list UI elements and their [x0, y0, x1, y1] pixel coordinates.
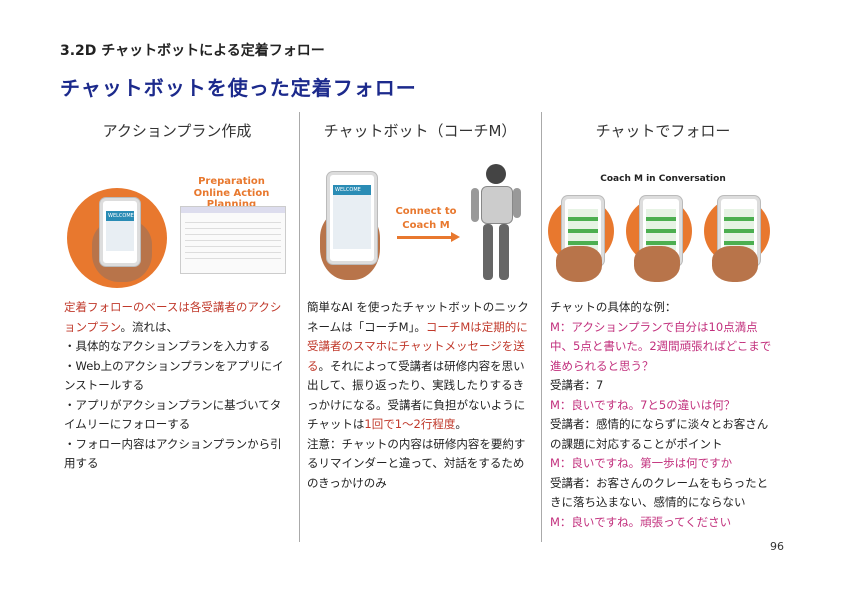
action-plan-description: 定着フォローのベースは各受講者のアクションプラン。流れは、・具体的なアクションプ… [64, 298, 288, 474]
text-segment: M：良いですね。頑張ってください [550, 514, 732, 529]
paragraph: 定着フォローのベースは各受講者のアクションプラン。流れは、 [64, 298, 288, 337]
phone-welcome-text: WELCOME [333, 185, 371, 195]
text-segment: 簡単なAI を使ったチャットボットのニックネームは「コーチM」。 [307, 300, 529, 334]
chat-conversation-illustration: Coach M in Conversation [548, 160, 778, 290]
text-segment: ・Web上のアクションプランをアプリにインストールする [64, 358, 284, 393]
text-segment: 1回で1〜2行程度 [364, 417, 456, 431]
paragraph: M：良いですね。7と5の違いは何？ [550, 396, 774, 416]
paragraph: M：アクションプランで自分は10点満点中、5点と書いた。2週間頑張ればどこまで進… [550, 318, 774, 377]
text-segment: コーチMは定期的に受講者のスマホにチャットメッセージを送る [307, 319, 528, 373]
page-title: チャットボットを使った定着フォロー [60, 76, 417, 100]
paragraph: ・Web上のアクションプランをアプリにインストールする [64, 357, 288, 396]
action-planning-illustration: WELCOME Preparation Online Action Planni… [62, 160, 292, 290]
text-segment: 定着フォローのベースは各受講者のアクションプラン [64, 300, 282, 334]
hand-image [634, 246, 680, 282]
paragraph: 受講者：7 [550, 376, 774, 396]
text-segment: チャットの具体的な例： [550, 300, 677, 314]
paragraph: M：良いですね。頑張ってください [550, 513, 774, 533]
text-segment: M：良いですね。第一歩は何ですか [550, 456, 733, 470]
arrow-right-icon [451, 232, 460, 242]
hand-image [556, 246, 602, 282]
paragraph: ・アプリがアクションプランに基づいてタイムリーにフォローする [64, 396, 288, 435]
phone-image: WELCOME [327, 172, 377, 264]
text-segment: 。流れは、 [120, 319, 178, 334]
text-segment: ・フォロー内容はアクションプランから引用する [64, 436, 282, 471]
phone-image: WELCOME [100, 198, 140, 266]
paragraph: 注意：チャットの内容は研修内容を要約するリマインダーと違って、対話をするためのき… [307, 435, 531, 494]
chatbot-description: 簡単なAI を使ったチャットボットのニックネームは「コーチM」。コーチMは定期的… [307, 298, 531, 493]
text-segment: M：アクションプランで自分は10点満点中、5点と書いた。2週間頑張ればどこまで進… [550, 319, 772, 373]
coach-m-conversation-caption: Coach M in Conversation [600, 174, 726, 184]
paragraph: M：良いですね。第一歩は何ですか [550, 454, 774, 474]
phone-welcome-text: WELCOME [106, 211, 134, 221]
text-segment: 受講者：感情的にならずに淡々とお客さんの課題に対応することがポイント [550, 417, 769, 451]
chat-phone-image [718, 196, 760, 266]
paragraph: 受講者：お客さんのクレームをもらったときに落ち込まない、感情的にならない [550, 474, 774, 513]
online-action-planning-caption: Online Action Planning [193, 188, 270, 210]
column-heading-action-plan: アクションプラン作成 [102, 122, 252, 140]
paragraph: ・具体的なアクションプランを入力する [64, 337, 288, 357]
preparation-caption: Preparation [198, 176, 265, 187]
action-plan-form-image [180, 206, 286, 274]
column-divider-2 [541, 112, 542, 542]
text-segment: 受講者：お客さんのクレームをもらったときに落ち込まない、感情的にならない [550, 475, 769, 510]
coach-m-caption: Coach M [402, 220, 450, 231]
section-subtitle: 3.2D チャットボットによる定着フォロー [60, 43, 325, 59]
paragraph: 簡単なAI を使ったチャットボットのニックネームは「コーチM」。コーチMは定期的… [307, 298, 531, 435]
hand-image [712, 246, 758, 282]
connect-to-caption: Connect to [395, 206, 457, 217]
paragraph: チャットの具体的な例： [550, 298, 774, 318]
paragraph: ・フォロー内容はアクションプランから引用する [64, 435, 288, 474]
text-segment: 受講者：7 [550, 378, 604, 392]
column-divider-1 [299, 112, 300, 542]
text-segment: 注意：チャットの内容は研修内容を要約するリマインダーと違って、対話をするためのき… [307, 436, 526, 490]
robot-image [471, 164, 521, 284]
page-number: 96 [770, 540, 784, 553]
paragraph: 受講者：感情的にならずに淡々とお客さんの課題に対応することがポイント [550, 415, 774, 454]
text-segment: 。 [455, 417, 467, 431]
text-segment: M：良いですね。7と5の違いは何？ [550, 397, 736, 412]
arrow-shaft [397, 236, 453, 239]
chatbot-illustration: WELCOME Connect to Coach M [305, 160, 535, 290]
text-segment: 。それによって受講者は研修内容を思い出して、振り返ったり、実践したりするきっかけ… [307, 358, 526, 432]
column-heading-chat-follow: チャットでフォロー [595, 122, 731, 140]
text-segment: ・アプリがアクションプランに基づいてタイムリーにフォローする [64, 397, 282, 432]
column-heading-chatbot: チャットボット（コーチM） [323, 122, 517, 140]
text-segment: ・具体的なアクションプランを入力する [64, 339, 271, 353]
chat-example-description: チャットの具体的な例： M：アクションプランで自分は10点満点中、5点と書いた。2… [550, 298, 774, 532]
